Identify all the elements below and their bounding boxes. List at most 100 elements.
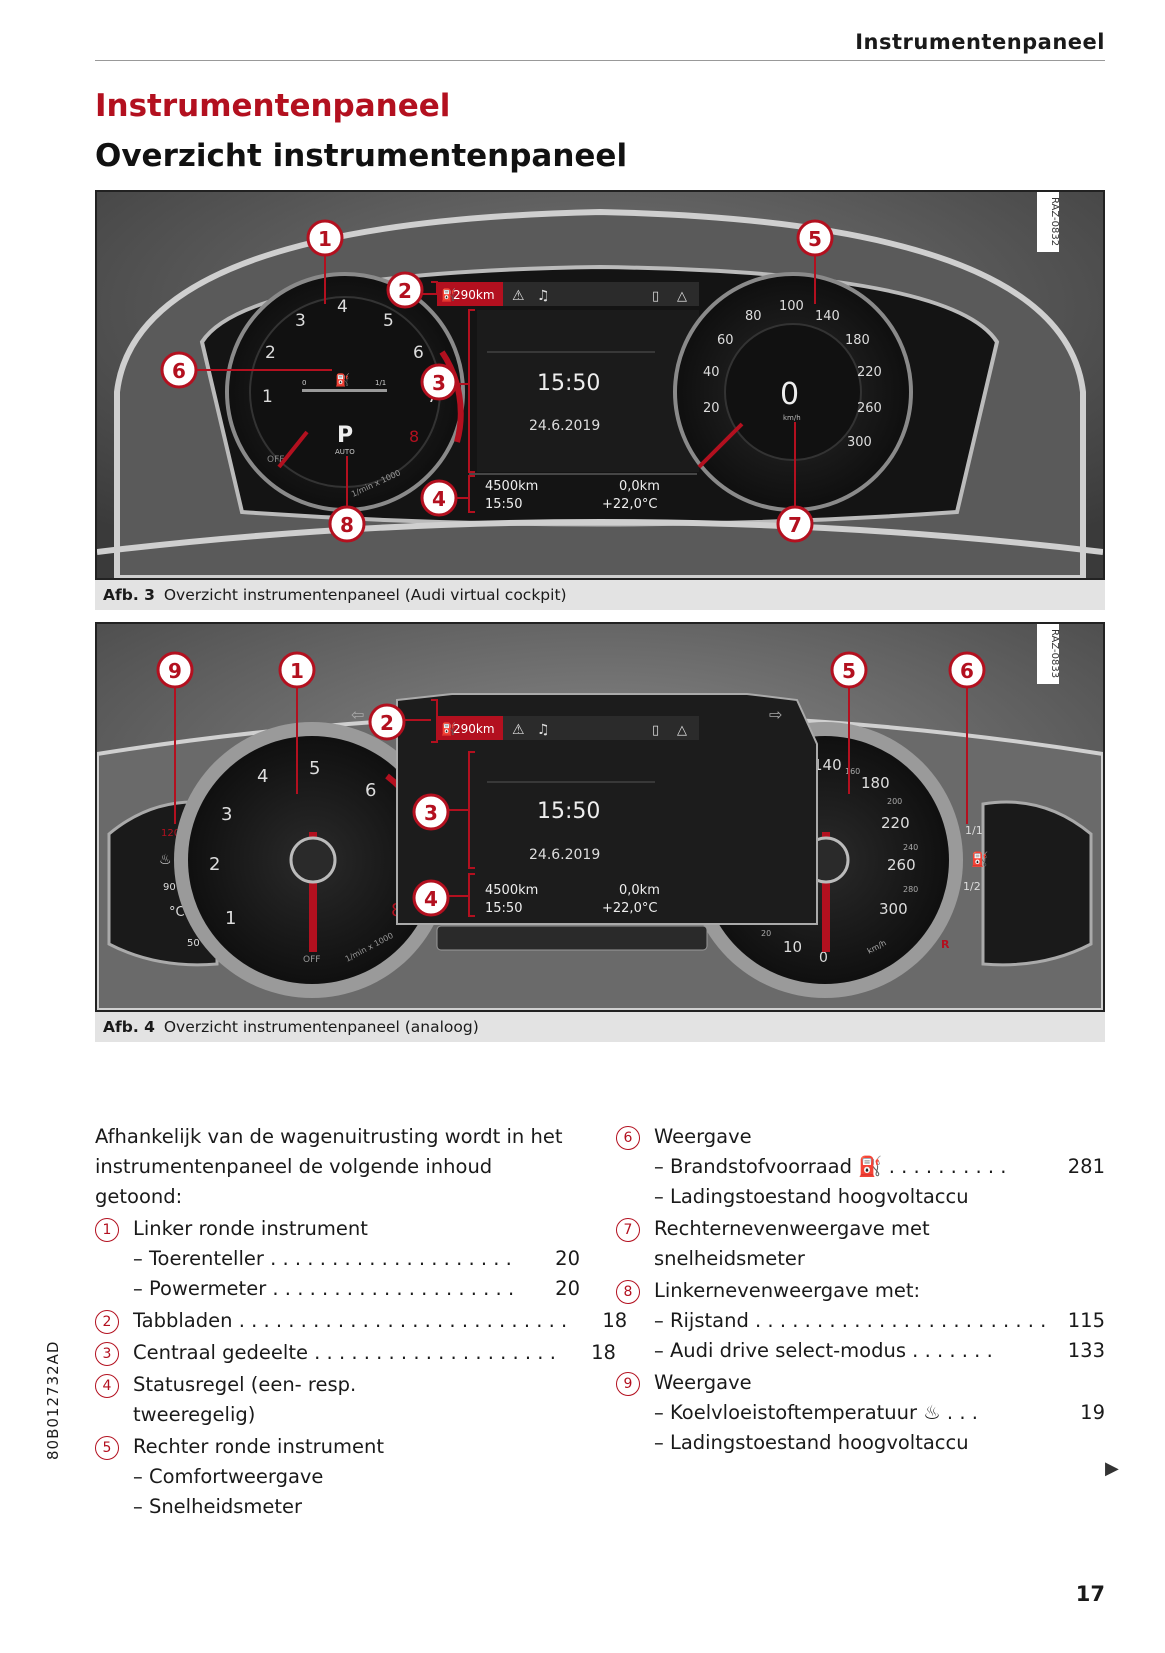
status-trip: 0,0km <box>619 883 660 898</box>
callout-5: 5 <box>842 659 856 683</box>
tacho-tick: 1 <box>225 908 236 929</box>
music-icon[interactable]: ♫ <box>537 288 550 304</box>
callout-7: 7 <box>788 513 802 537</box>
warning-icon[interactable]: ⚠ <box>512 722 525 738</box>
turn-right-icon: ⇨ <box>769 705 782 724</box>
tacho-tick: 4 <box>337 297 348 317</box>
tacho-needle <box>309 832 317 952</box>
page-ref[interactable]: 18 <box>591 1341 616 1364</box>
speed-minor: 160 <box>845 767 860 776</box>
warning-icon[interactable]: ⚠ <box>512 288 525 304</box>
analog-cluster-illustration: 120 90 50 °C ♨ 1/1 1/2 ⛽ R 1 2 3 4 5 6 7… <box>97 624 1103 1010</box>
speed-tick: 220 <box>881 814 910 832</box>
callout-4: 4 <box>432 487 446 511</box>
fuel-pump-icon: ⛽ <box>335 373 350 387</box>
tacho-tick: 2 <box>265 343 276 363</box>
tab-range-label: 290km <box>453 288 495 302</box>
callout-5: 5 <box>808 227 822 251</box>
tacho-tick: 5 <box>383 311 394 331</box>
temp-tick: 90 <box>163 882 176 893</box>
callout-1: 1 <box>290 659 304 683</box>
right-column: 6 Weergave – Brandstofvoorraad ⛽ . . . .… <box>616 1122 1105 1458</box>
speed-zero: 0 <box>819 950 828 966</box>
digital-speed: 0 <box>780 377 799 412</box>
coolant-temp-icon: ♨ <box>923 1401 941 1424</box>
fuel-min: 0 <box>302 379 306 387</box>
tacho-tick: 5 <box>309 758 320 779</box>
sub-item: – Audi drive select-modus . . . . . . . … <box>654 1336 1105 1366</box>
callout-1: 1 <box>318 227 332 251</box>
figure-code: RAZ-0832 <box>1049 197 1060 246</box>
speed-tick: 40 <box>703 365 720 380</box>
phone-icon[interactable]: ▯ <box>652 289 659 304</box>
list-item: 9 Weergave <box>616 1368 1105 1398</box>
page-ref[interactable]: 133 <box>1067 1339 1105 1362</box>
status-clock: 15:50 <box>485 901 522 916</box>
navigation-icon[interactable]: △ <box>677 289 687 304</box>
fuel-pump-icon: ⛽ <box>441 288 456 302</box>
speed-tick: 180 <box>845 333 870 348</box>
callout-6: 6 <box>960 659 974 683</box>
page-ref[interactable]: 281 <box>1067 1155 1105 1178</box>
off-label: OFF <box>303 955 320 965</box>
sub-item: – Koelvloeistoftemperatuur ♨ . . . 19 <box>654 1398 1105 1428</box>
fuel-pump-icon: ⛽ <box>441 722 456 736</box>
tacho-tick: 1 <box>262 387 273 407</box>
page-ref[interactable]: 20 <box>555 1247 580 1270</box>
callout-3: 3 <box>432 371 446 395</box>
list-item: 1 Linker ronde instrument <box>95 1214 580 1244</box>
list-item: 7 Rechternevenweergave met snelheidsmete… <box>616 1214 1105 1274</box>
tacho-needle <box>277 430 309 469</box>
list-item: 6 Weergave <box>616 1122 1105 1152</box>
phone-icon[interactable]: ▯ <box>652 723 659 738</box>
subsection-title: Overzicht instrumentenpaneel <box>95 138 628 174</box>
tacho-tick: 2 <box>209 854 220 875</box>
sub-item: – Powermeter . . . . . . . . . . . . . .… <box>133 1274 580 1304</box>
sub-item: – Brandstofvoorraad ⛽ . . . . . . . . . … <box>654 1152 1105 1182</box>
page-ref[interactable]: 18 <box>602 1309 628 1332</box>
status-trip: 0,0km <box>619 479 660 494</box>
tab-range[interactable] <box>437 716 503 740</box>
left-column: Afhankelijk van de wagenuitrusting wordt… <box>95 1122 627 1522</box>
sub-item: – Ladingstoestand hoogvoltaccu <box>654 1185 969 1208</box>
tab-range-label: 290km <box>453 722 495 736</box>
list-item: 5 Rechter ronde instrument <box>95 1432 580 1462</box>
intro-paragraph: Afhankelijk van de wagenuitrusting wordt… <box>95 1125 563 1208</box>
figure-3: 1 2 3 4 5 6 7 8 OFF P AUTO 1/min x 1000 … <box>95 190 1105 610</box>
speed-tick: 140 <box>815 309 840 324</box>
status-temp: +22,0°C <box>602 901 657 916</box>
sub-item: – Toerenteller . . . . . . . . . . . . .… <box>133 1244 580 1274</box>
page-number: 17 <box>1075 1582 1105 1606</box>
speed-minor: 200 <box>887 797 902 806</box>
list-item: 4 Statusregel (een- resp. tweeregelig) <box>95 1370 580 1430</box>
figure-code: RAZ-0833 <box>1049 629 1060 678</box>
fuel-tick: 1/1 <box>965 824 983 837</box>
tacho-tick: 8 <box>409 427 419 446</box>
display-time: 15:50 <box>537 799 600 824</box>
figure-4-image: 120 90 50 °C ♨ 1/1 1/2 ⛽ R 1 2 3 4 5 6 7… <box>95 622 1105 1012</box>
page-ref[interactable]: 19 <box>1080 1401 1105 1424</box>
status-clock: 15:50 <box>485 497 522 512</box>
temp-tick: 120 <box>161 828 180 839</box>
temp-tick: 50 <box>187 938 200 949</box>
callout-6: 6 <box>172 359 186 383</box>
speed-tick: 100 <box>779 299 804 314</box>
music-icon[interactable]: ♫ <box>537 722 550 738</box>
page-ref[interactable]: 20 <box>555 1277 580 1300</box>
callout-2: 2 <box>380 711 394 735</box>
fuel-reserve: R <box>941 938 950 951</box>
speed-unit: km/h <box>783 414 801 422</box>
tab-range[interactable] <box>437 282 503 306</box>
gear-indicator: P <box>337 423 353 448</box>
display-date: 24.6.2019 <box>529 418 600 434</box>
navigation-icon[interactable]: △ <box>677 723 687 738</box>
off-label: OFF <box>267 455 284 465</box>
status-temp: +22,0°C <box>602 497 657 512</box>
sub-item: – Ladingstoestand hoogvoltaccu <box>654 1431 969 1454</box>
list-item: 8 Linkernevenweergave met: <box>616 1276 1105 1306</box>
speed-tick: 10 <box>783 938 802 956</box>
sub-item: – Snelheidsmeter <box>133 1495 303 1518</box>
speed-tick: 300 <box>879 900 908 918</box>
page-ref[interactable]: 115 <box>1067 1309 1105 1332</box>
display-date: 24.6.2019 <box>529 847 600 863</box>
